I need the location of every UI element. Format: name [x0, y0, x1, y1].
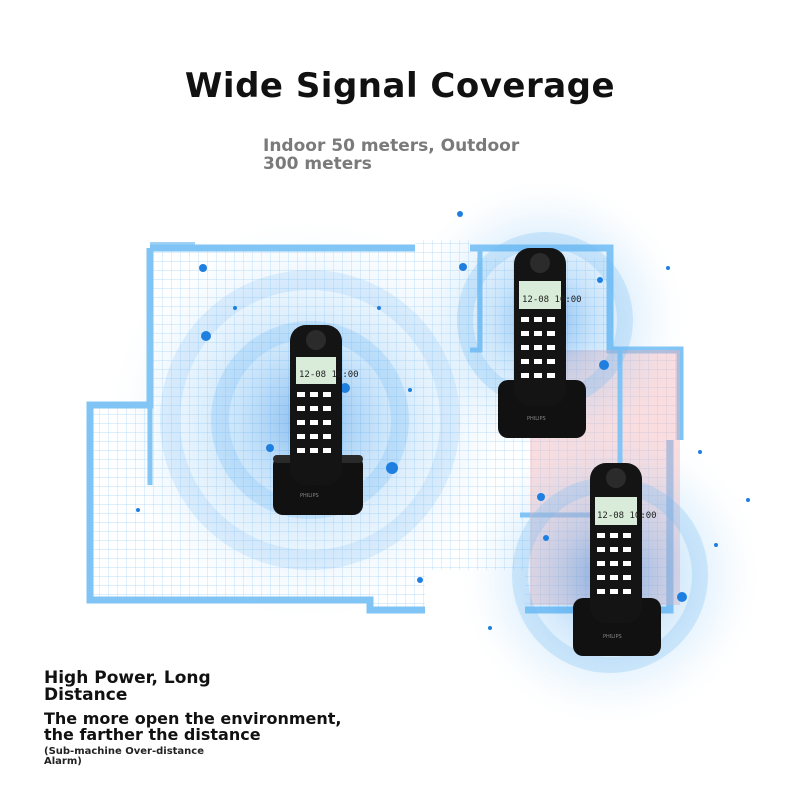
- handset-3: 12-08 10:00 PHILIPS: [573, 463, 661, 656]
- signal-dots: [136, 211, 750, 630]
- signal-waves: [110, 180, 760, 725]
- handset-1: 12-08 10:00 PHILIPS: [273, 325, 363, 515]
- feature-body: The more open the environment, the farth…: [44, 709, 342, 744]
- coverage-range-text: Indoor 50 meters, Outdoor 300 meters: [263, 136, 520, 174]
- handset-2-time: 12-08 10:00: [522, 295, 582, 305]
- page-title: Wide Signal Coverage: [184, 66, 616, 106]
- handset-1-time: 12-08 10:00: [299, 370, 359, 380]
- handset-3-brand: PHILIPS: [603, 634, 622, 640]
- feature-description: High Power, Long Distance The more open …: [44, 670, 424, 767]
- feature-note: (Sub-machine Over-distance Alarm): [44, 746, 205, 767]
- handset-1-brand: PHILIPS: [300, 493, 319, 499]
- handset-2-brand: PHILIPS: [527, 416, 546, 422]
- handset-2: 12-08 10:00 PHILIPS: [498, 248, 586, 438]
- feature-heading: High Power, Long Distance: [44, 668, 211, 705]
- handset-3-time: 12-08 10:00: [597, 511, 657, 521]
